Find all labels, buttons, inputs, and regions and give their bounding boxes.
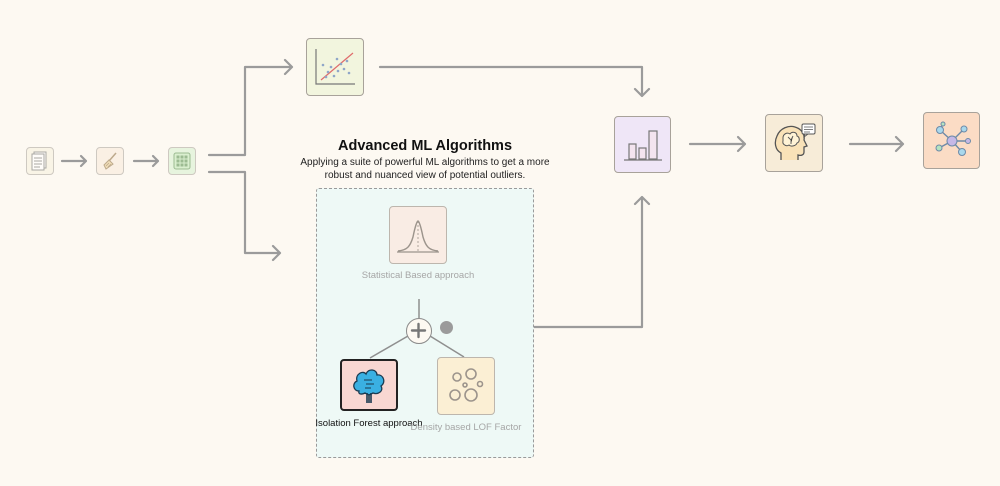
isolation-forest-node: [340, 359, 398, 411]
cleaning-node: [96, 147, 124, 175]
section-title: Advanced ML Algorithms: [337, 138, 513, 154]
bell-curve-icon: [397, 220, 439, 253]
merge-node: [406, 318, 432, 344]
merge-to-density: [429, 335, 465, 358]
network-node: [923, 112, 980, 169]
bar-chart-icon: [623, 129, 662, 161]
arrow-brain-to-network: [848, 135, 905, 153]
arrow-scatter-to-bar: [378, 65, 651, 98]
statistical-label: Statistical Based approach: [361, 270, 475, 281]
merge-output-dot: [440, 321, 453, 334]
density-label: Density based LOF Factor: [410, 422, 522, 433]
grid-node: [168, 147, 196, 175]
arrow-bar-to-brain: [688, 135, 747, 153]
scatter-plot-node: [306, 38, 364, 96]
isolation-forest-icon: [353, 369, 385, 403]
document-icon: [31, 151, 47, 171]
arrow-to-scatter: [207, 58, 294, 157]
document-node: [26, 147, 54, 175]
arrow-clean-to-grid: [132, 154, 160, 168]
merge-to-isolation: [369, 335, 409, 359]
arrow-to-ml-panel: [207, 170, 282, 262]
broom-icon: [103, 152, 117, 170]
grid-icon: [173, 152, 191, 170]
network-icon: [935, 121, 971, 156]
arrow-doc-to-clean: [60, 154, 88, 168]
scatter-plot-icon: [315, 49, 355, 85]
plus-icon: [410, 322, 427, 339]
statistical-node: [389, 206, 447, 264]
bubbles-icon: [449, 368, 484, 402]
brain-node: [765, 114, 823, 172]
isolation-forest-label: Isolation Forest approach: [315, 418, 423, 429]
density-node: [437, 357, 495, 415]
section-subtitle: Applying a suite of powerful ML algorith…: [300, 157, 550, 181]
brain-idea-icon: [774, 123, 816, 160]
bar-chart-node: [614, 116, 671, 173]
